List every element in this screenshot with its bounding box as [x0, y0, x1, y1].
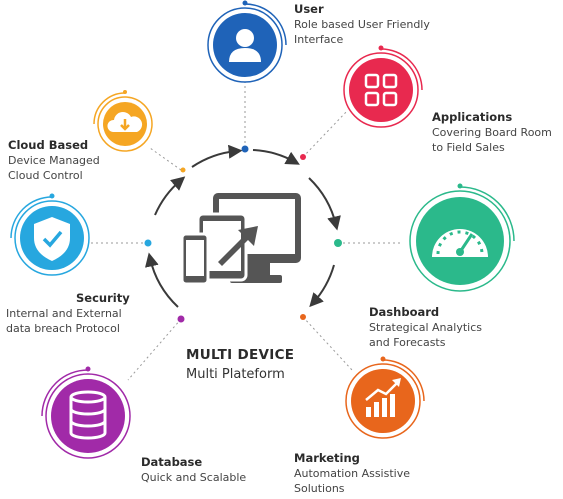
- connector-database: [127, 318, 182, 381]
- user-title: User: [294, 2, 324, 16]
- database-label: Database Quick and Scalable: [141, 455, 246, 485]
- center-title: MULTI DEVICE: [186, 347, 295, 363]
- database-icon: [69, 390, 107, 440]
- applications-label: Applications Covering Board Room to Fiel…: [432, 110, 552, 155]
- cycle-arrows: [145, 144, 341, 308]
- cloud-node: [93, 90, 153, 152]
- cycle-arrow: [252, 149, 300, 165]
- cycle-arrow: [154, 176, 186, 216]
- security-desc: Internal and External data breach Protoc…: [6, 307, 122, 335]
- dashboard-title: Dashboard: [369, 305, 440, 319]
- multi-device-icon: [180, 193, 301, 286]
- user-icon: [229, 29, 261, 62]
- marketing-title: Marketing: [294, 451, 360, 465]
- security-label: Security Internal and External data brea…: [6, 291, 130, 336]
- apps-grid-icon: [364, 73, 398, 107]
- marketing-label: Marketing Automation Assistive Solutions: [294, 451, 410, 496]
- dashboard-node: [409, 183, 515, 292]
- database-node: [41, 366, 131, 459]
- dot-dashboard: [334, 239, 342, 247]
- connector-dots: [144, 145, 342, 323]
- dot-applications: [300, 154, 306, 160]
- applications-title: Applications: [432, 110, 513, 124]
- applications-desc: Covering Board Room to Field Sales: [432, 126, 552, 154]
- database-title: Database: [141, 455, 203, 469]
- dot-user: [241, 145, 249, 153]
- connector-marketing: [302, 316, 353, 371]
- user-node: [207, 0, 287, 83]
- cycle-arrow: [308, 177, 341, 231]
- dot-database: [177, 315, 185, 323]
- dashboard-desc: Strategical Analytics and Forecasts: [369, 321, 482, 349]
- cycle-arrow: [309, 264, 335, 308]
- user-desc: Role based User Friendly Interface: [294, 18, 430, 46]
- center-label: MULTI DEVICE Multi Plateform: [186, 346, 294, 384]
- gauge-icon: [432, 229, 488, 257]
- shield-check-icon: [34, 217, 70, 261]
- marketing-desc: Automation Assistive Solutions: [294, 467, 410, 495]
- applications-node: [343, 45, 423, 128]
- connector-lines: [90, 82, 402, 381]
- user-label: User Role based User Friendly Interface: [294, 2, 430, 47]
- cycle-arrow: [145, 252, 179, 308]
- marketing-node: [345, 356, 425, 439]
- chart-growth-icon: [365, 378, 401, 417]
- database-desc: Quick and Scalable: [141, 471, 247, 484]
- cloud-label: Cloud Based Device Managed Cloud Control: [8, 138, 100, 183]
- dot-cloud: [180, 167, 186, 173]
- security-node: [10, 193, 90, 276]
- connector-applications: [302, 109, 349, 158]
- cloud-title: Cloud Based: [8, 138, 89, 152]
- dashboard-label: Dashboard Strategical Analytics and Fore…: [369, 305, 482, 350]
- cloud-desc: Device Managed Cloud Control: [8, 154, 100, 182]
- center-subtitle: Multi Plateform: [186, 367, 285, 382]
- connector-cloud: [149, 147, 182, 171]
- dot-marketing: [300, 314, 306, 320]
- cycle-arrow: [191, 144, 243, 168]
- security-title: Security: [76, 291, 130, 305]
- cloud-download-icon: [107, 112, 143, 132]
- dot-security: [144, 239, 152, 247]
